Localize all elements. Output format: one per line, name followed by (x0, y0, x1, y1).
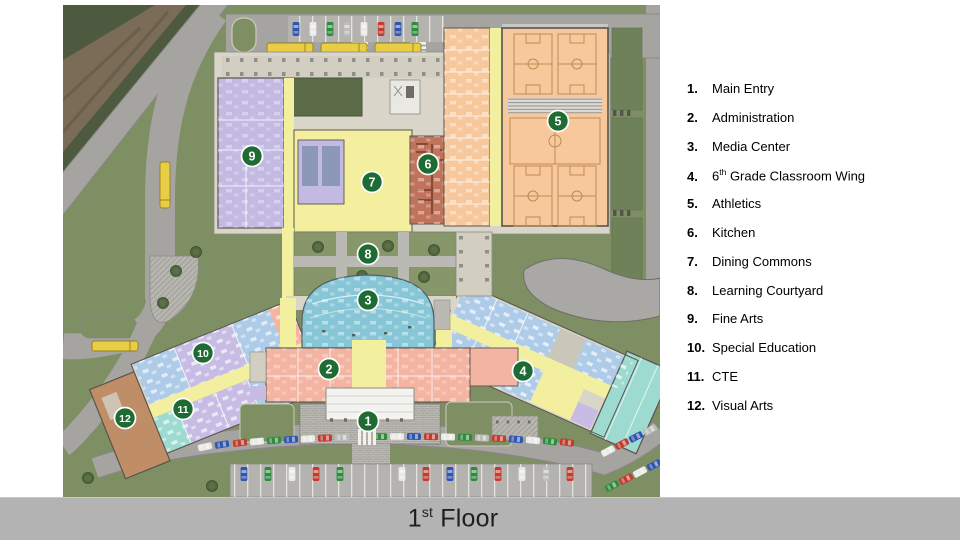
legend-item-label: 6th Grade Classroom Wing (712, 167, 866, 184)
legend-item-number: 11. (687, 368, 705, 384)
map-marker: 11 (171, 397, 195, 421)
svg-text:4: 4 (520, 364, 527, 378)
east-verges (611, 27, 643, 300)
map-marker: 12 (113, 406, 137, 430)
map-marker: 2 (317, 357, 341, 381)
bottom-parking-lot (229, 463, 593, 497)
map-marker: 8 (356, 242, 380, 266)
map-marker: 5 (546, 109, 570, 133)
legend-item-label: Learning Courtyard (712, 282, 824, 298)
svg-text:12: 12 (119, 413, 131, 425)
dining-commons-area (293, 129, 413, 233)
legend-item-label: Visual Arts (712, 397, 774, 413)
legend-item: 12. Visual Arts (687, 398, 947, 427)
legend-item-label: Media Center (712, 138, 791, 154)
map-marker: 3 (356, 288, 380, 312)
legend-item: 11. CTE (687, 369, 947, 398)
legend-item-number: 3. (687, 138, 698, 154)
legend-item-label: Main Entry (712, 81, 775, 96)
legend-item: 6. Kitchen (687, 225, 947, 254)
svg-text:2: 2 (326, 362, 333, 376)
svg-text:5: 5 (555, 114, 562, 128)
legend-item-label: Dining Commons (712, 253, 812, 269)
green-roof (281, 77, 363, 117)
legend-item-label: CTE (712, 368, 738, 384)
legend-item: 7. Dining Commons (687, 254, 947, 283)
slide-title: 1st Floor (407, 504, 499, 533)
legend-item-number: 1. (687, 81, 698, 96)
teal-lab-block (589, 350, 660, 455)
svg-text:8: 8 (365, 247, 372, 261)
legend-item-label: Fine Arts (712, 311, 764, 327)
map-marker: 6 (416, 152, 440, 176)
crosswalk-bottom (358, 429, 376, 445)
legend-item-number: 9. (687, 311, 698, 327)
map-marker: 9 (240, 144, 264, 168)
athletics-area (443, 24, 609, 227)
svg-text:6: 6 (425, 157, 432, 171)
legend-item: 10. Special Education (687, 340, 947, 369)
slide-title-bar: 1st Floor (0, 497, 960, 540)
legend-item-number: 10. (687, 340, 706, 356)
legend-item-number: 7. (687, 253, 698, 269)
utility-structure (389, 79, 421, 115)
legend-item-number: 6. (687, 224, 698, 240)
legend-item-number: 2. (687, 109, 698, 125)
legend-item: 4. 6th Grade Classroom Wing (687, 167, 947, 196)
legend-item: 9. Fine Arts (687, 311, 947, 340)
fine-arts-area (217, 77, 294, 229)
legend-item: 5. Athletics (687, 196, 947, 225)
legend-item: 8. Learning Courtyard (687, 283, 947, 312)
legend-item-label: Administration (712, 109, 795, 125)
svg-text:9: 9 (249, 149, 256, 163)
landscaped-plaza (149, 245, 203, 323)
svg-text:1: 1 (365, 414, 372, 428)
map-marker: 1 (356, 409, 380, 433)
legend-item: 2. Administration (687, 110, 947, 139)
colonnade (222, 56, 480, 78)
legend-item-number: 8. (687, 282, 698, 298)
legend-item-number: 4. (687, 168, 698, 184)
svg-text:3: 3 (365, 293, 372, 307)
map-marker: 4 (511, 359, 535, 383)
legend: 1. Main Entry 2. Administration 3. Media Cent… (687, 81, 947, 427)
legend-item: 3. Media Center (687, 139, 947, 168)
legend-item-label: Athletics (712, 196, 762, 212)
svg-text:10: 10 (197, 348, 209, 360)
legend-item-label: Special Education (712, 340, 817, 356)
legend-item-number: 5. (687, 196, 698, 212)
pond (523, 258, 660, 323)
legend-item-number: 12. (687, 397, 706, 413)
legend-item-label: Kitchen (712, 224, 756, 240)
map-marker: 7 (360, 170, 384, 194)
map-marker: 10 (191, 341, 215, 365)
svg-text:7: 7 (369, 175, 376, 189)
svg-text:11: 11 (177, 404, 188, 416)
legend-item: 1. Main Entry (687, 81, 947, 110)
